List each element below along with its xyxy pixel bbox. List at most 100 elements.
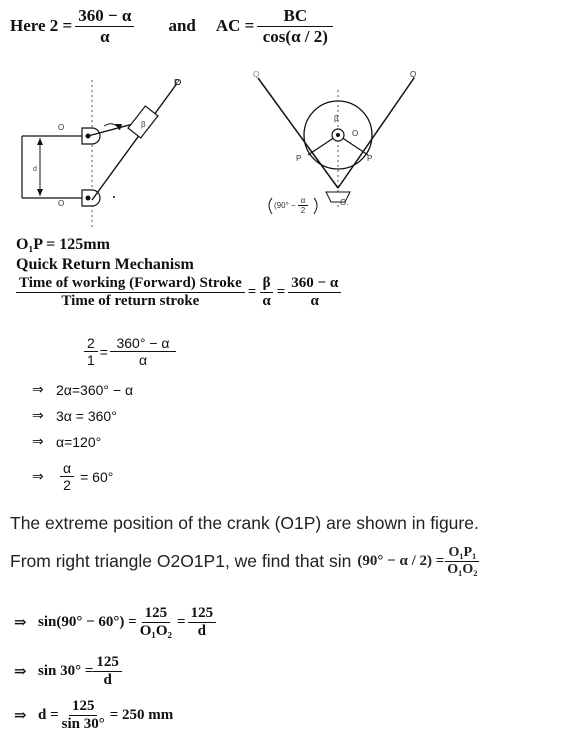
ratio-360-denominator: α <box>310 293 319 310</box>
label-p: P <box>367 154 373 163</box>
beta-numerator: β <box>259 275 274 294</box>
implies-arrow: ⇒ <box>32 433 44 449</box>
final1-lead: sin(90° − 60°) = <box>38 614 137 631</box>
final2-fraction: 125 d <box>93 654 122 690</box>
label-beta-slider: β <box>141 120 146 129</box>
ratio-equation: Time of working (Forward) Stroke Time of… <box>16 275 342 311</box>
implies-arrow: ⇒ <box>14 708 27 725</box>
final1-numerator: 125 <box>141 605 171 624</box>
step1-right-fraction: 360° − α α <box>109 335 176 369</box>
distance-arrow-head-top <box>37 138 43 145</box>
dot-marker <box>113 196 115 198</box>
triangle-fraction: O₁P₁ O₁O₂ <box>444 545 480 578</box>
angle-paren-left <box>268 197 273 215</box>
step1-left-denominator: 1 <box>87 352 95 369</box>
slotted-lever <box>91 81 179 201</box>
final2-lead: sin 30° = <box>38 663 94 680</box>
step5-rest: = 60° <box>80 468 114 485</box>
final3-lead: d = <box>38 707 59 724</box>
here-denominator: α <box>100 26 110 46</box>
ac-numerator: BC <box>257 6 334 27</box>
here-fraction: 360 − α α <box>75 6 135 46</box>
final2-numerator: 125 <box>93 654 122 673</box>
step5-fraction: α 2 <box>60 460 75 494</box>
implies-arrow: ⇒ <box>14 664 27 681</box>
quick-return-heading: Quick Return Mechanism <box>16 256 194 273</box>
final3-denominator: sin 30° <box>61 716 105 733</box>
triangle-denominator: O₁O₂ <box>447 562 478 578</box>
lever-right-position <box>337 77 415 189</box>
step1-left-numerator: 2 <box>84 335 98 353</box>
step3-text: 3α = 360° <box>56 407 117 424</box>
triangle-numerator: O₁P₁ <box>445 545 480 563</box>
step2-text: 2α=360° − α <box>56 381 134 398</box>
crank-hub-pin <box>336 133 340 137</box>
label-q-left: Q <box>253 70 260 79</box>
distance-label: d <box>33 166 37 173</box>
step1-right-numerator: 360° − α <box>109 335 176 353</box>
implies-arrow: ⇒ <box>32 407 44 423</box>
formula-line-top: Here 2 = 360 − α α and AC = BC cos(α / 2… <box>10 6 334 46</box>
step-4: ⇒ α=120° <box>32 433 101 450</box>
angle-paren-right <box>313 197 318 215</box>
alpha-denominator: α <box>262 293 271 310</box>
final1-fraction: 125 O₁O₂ <box>137 605 175 641</box>
triangle-text: From right triangle O2O1P1, we find that… <box>10 551 352 572</box>
angle-fraction: α 2 <box>297 196 309 216</box>
label-o-bottom: O. <box>340 198 349 207</box>
here-lead: Here 2 = <box>10 16 73 36</box>
label-q-left-fig: P <box>174 78 180 87</box>
and-word: and <box>168 16 196 36</box>
label-o-center: O <box>352 129 359 138</box>
final1-denominator: O₁O₂ <box>139 623 173 640</box>
step1-left-fraction: 2 1 <box>84 335 98 368</box>
final-step-1: ⇒ sin(90° − 60°) = 125 O₁O₂ = 125 d <box>14 605 217 641</box>
step1-equals: = <box>99 343 108 360</box>
step5-denominator: 2 <box>63 477 71 494</box>
label-q-right: Q <box>410 70 417 79</box>
angle-numerator: α <box>297 196 309 207</box>
implies-arrow: ⇒ <box>32 381 44 397</box>
final1-denominator-2: d <box>197 623 207 640</box>
o1p-length: O₁P = 125mm <box>16 236 110 253</box>
time-ratio-denominator: Time of return stroke <box>61 293 200 310</box>
final3-rest: = 250 mm <box>109 707 174 724</box>
mechanism-figure: d <box>21 77 415 230</box>
label-p1: P <box>296 154 302 163</box>
final3-fraction: 125 sin 30° <box>59 698 108 734</box>
step-1: 2 1 = 360° − α α <box>84 335 176 368</box>
ac-denominator: cos(α / 2) <box>262 26 328 46</box>
implies-arrow: ⇒ <box>32 468 44 485</box>
distance-arrow-head-bottom <box>37 189 43 196</box>
angle-denominator: 2 <box>300 206 306 216</box>
final1-equals: = <box>177 614 186 631</box>
label-o1: O <box>58 123 65 132</box>
slider-block <box>127 105 159 139</box>
ac-lead: AC = <box>215 16 255 36</box>
time-ratio-numerator: Time of working (Forward) Stroke <box>16 275 245 294</box>
step5-numerator: α <box>60 460 75 478</box>
final-step-3: ⇒ d = 125 sin 30° = 250 mm <box>14 698 173 734</box>
ratio-360-numerator: 360 − α <box>288 275 342 294</box>
rotation-arrow-head <box>115 124 122 130</box>
step-5: ⇒ α 2 = 60° <box>32 460 113 493</box>
ratio-360-fraction: 360 − α α <box>288 275 342 311</box>
end-q-marker <box>175 79 181 85</box>
step4-text: α=120° <box>56 433 102 450</box>
beta-alpha-fraction: β α <box>259 275 274 311</box>
final2-denominator: d <box>103 672 112 689</box>
label-beta: β <box>334 114 339 123</box>
implies-arrow: ⇒ <box>14 615 27 632</box>
step-2: ⇒ 2α=360° − α <box>32 381 133 398</box>
ac-fraction: BC cos(α / 2) <box>257 6 334 46</box>
final3-numerator: 125 <box>68 698 98 717</box>
pivot-o2-right <box>325 191 351 203</box>
final1-fraction-2: 125 d <box>187 605 217 641</box>
step1-right-denominator: α <box>138 352 148 369</box>
triangle-text-line: From right triangle O2O1P1, we find that… <box>10 545 480 578</box>
step-3: ⇒ 3α = 360° <box>32 407 117 424</box>
equals-sign-2: = <box>276 284 286 301</box>
label-o2: O <box>58 199 65 208</box>
label-angle: (90° − α 2 <box>274 196 309 216</box>
pivot-o2-pin <box>85 195 91 201</box>
